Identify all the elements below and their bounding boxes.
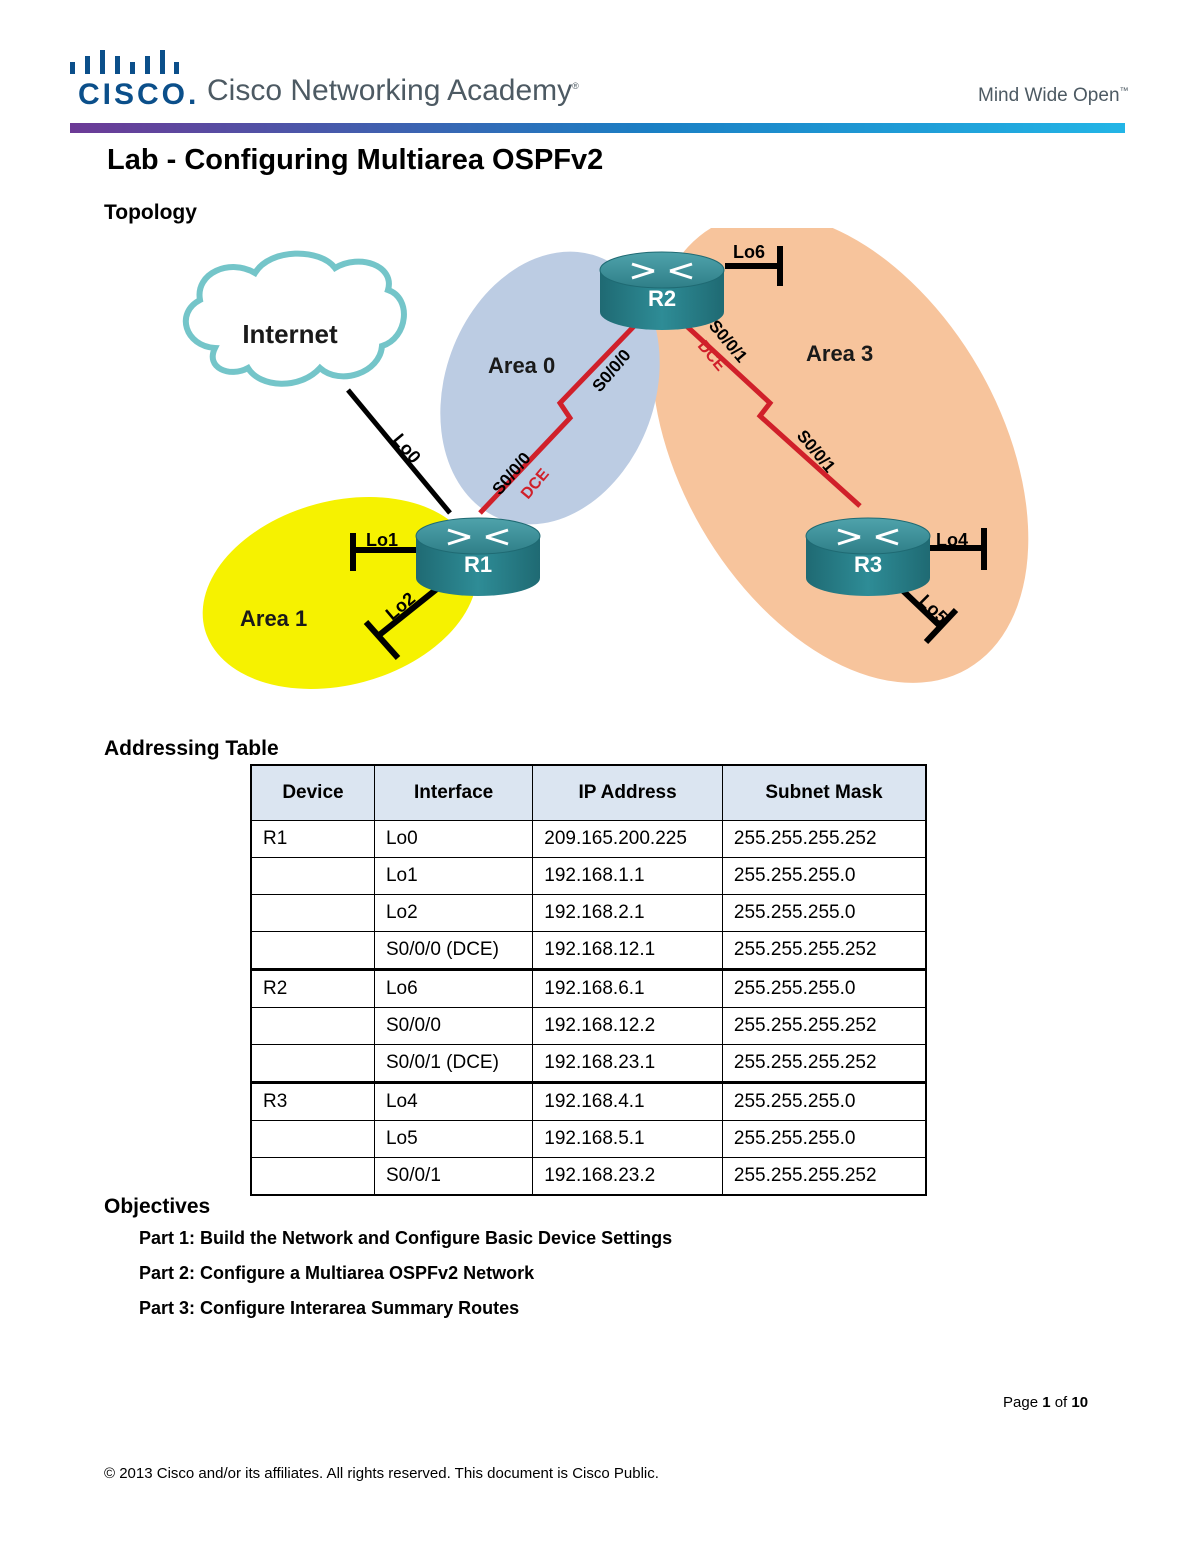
topology-heading: Topology [104,201,197,224]
table-cell: 192.168.12.2 [532,1007,723,1045]
copyright-notice: © 2013 Cisco and/or its affiliates. All … [104,1465,659,1482]
lo6-label: Lo6 [733,242,765,262]
table-cell: 192.168.1.1 [532,857,723,895]
objective-part-2: Part 2: Configure a Multiarea OSPFv2 Net… [139,1263,535,1283]
table-cell [250,894,375,932]
lo5-stub-end [923,607,959,645]
router-r2-icon: R2 [599,251,725,330]
table-cell: S0/0/0 [373,1007,534,1045]
router-label: R1 [464,552,492,577]
router-label: R3 [854,552,882,577]
table-header-row: Device Interface IP Address Subnet Mask [250,764,927,821]
serial-link-r2-r3 [678,318,862,508]
addressing-table: Device Interface IP Address Subnet Mask … [250,764,927,1196]
table-cell [250,1007,375,1045]
table-cell: 255.255.255.0 [721,857,927,895]
table-cell: S0/0/0 (DCE) [373,931,534,970]
table-cell: 192.168.6.1 [532,968,723,1008]
router-label: R2 [648,286,676,311]
table-cell: 192.168.4.1 [532,1081,723,1121]
table-cell [250,857,375,895]
table-cell [250,1120,375,1158]
area-1-region [202,497,478,689]
area-3-label: Area 3 [806,341,873,366]
table-cell: 255.255.255.252 [721,931,927,970]
column-header: Interface [373,764,534,821]
table-cell: Lo1 [373,857,534,895]
objective-part-3: Part 3: Configure Interarea Summary Rout… [139,1298,520,1318]
tagline: Mind Wide Open™ [978,85,1129,106]
table-cell [250,931,375,970]
table-cell: Lo4 [373,1081,534,1121]
page-number: Page 1 of 10 [1003,1394,1089,1411]
internet-cloud-icon [182,250,407,387]
lo2-stub-end [363,620,401,660]
column-header: Device [250,764,375,821]
table-cell: Lo5 [373,1120,534,1158]
column-header: Subnet Mask [721,764,927,821]
table-cell [250,1044,375,1083]
table-cell: 255.255.255.0 [721,968,927,1008]
lo4-label: Lo4 [936,530,968,550]
header-gradient-bar [70,123,1125,133]
lo2-stub [376,585,440,639]
router-r3-icon: R3 [805,517,931,596]
page-title: Lab - Configuring Multiarea OSPFv2 [107,144,604,176]
table-cell: 255.255.255.252 [721,1157,927,1196]
table-cell [250,1157,375,1196]
table-cell: 255.255.255.0 [721,1081,927,1121]
lo0-label: Lo0 [389,430,425,467]
topology-diagram: Internet Lo0 S0/0/0 DCE S0/0/0 S0/0/1 DC… [182,228,1029,689]
table-cell: 192.168.5.1 [532,1120,723,1158]
table-cell: R3 [250,1081,375,1121]
table-cell: 192.168.23.1 [532,1044,723,1083]
table-cell: 192.168.2.1 [532,894,723,932]
table-cell: Lo2 [373,894,534,932]
area-3-region [651,228,1029,683]
table-cell: 192.168.12.1 [532,931,723,970]
column-header: IP Address [532,764,723,821]
cisco-bars-logo [70,50,179,74]
table-cell: 209.165.200.225 [532,820,723,858]
table-cell: Lo0 [373,820,534,858]
table-cell: 255.255.255.252 [721,820,927,858]
serial-link-r1-r2 [478,318,642,515]
table-cell: R1 [250,820,375,858]
table-cell: S0/0/1 (DCE) [373,1044,534,1083]
objectives-heading: Objectives [104,1195,211,1218]
table-cell: 192.168.23.2 [532,1157,723,1196]
area-1-label: Area 1 [240,606,307,631]
addressing-table-heading: Addressing Table [104,737,279,760]
cisco-wordmark-logo: CISCO. [78,78,200,111]
internet-link [346,388,452,515]
area-0-label: Area 0 [488,353,555,378]
table-cell: 255.255.255.0 [721,894,927,932]
table-cell: R2 [250,968,375,1008]
cloud-label: Internet [242,319,338,349]
lo1-label: Lo1 [366,530,398,550]
table-cell: 255.255.255.252 [721,1044,927,1083]
table-cell: Lo6 [373,968,534,1008]
objective-part-1: Part 1: Build the Network and Configure … [139,1228,673,1248]
table-cell: S0/0/1 [373,1157,534,1196]
lo5-stub [895,583,945,631]
router-r1-icon: R1 [415,517,541,596]
area-0-region [440,251,660,525]
table-cell: 255.255.255.0 [721,1120,927,1158]
academy-name: Cisco Networking Academy® [207,74,579,107]
table-cell: 255.255.255.252 [721,1007,927,1045]
